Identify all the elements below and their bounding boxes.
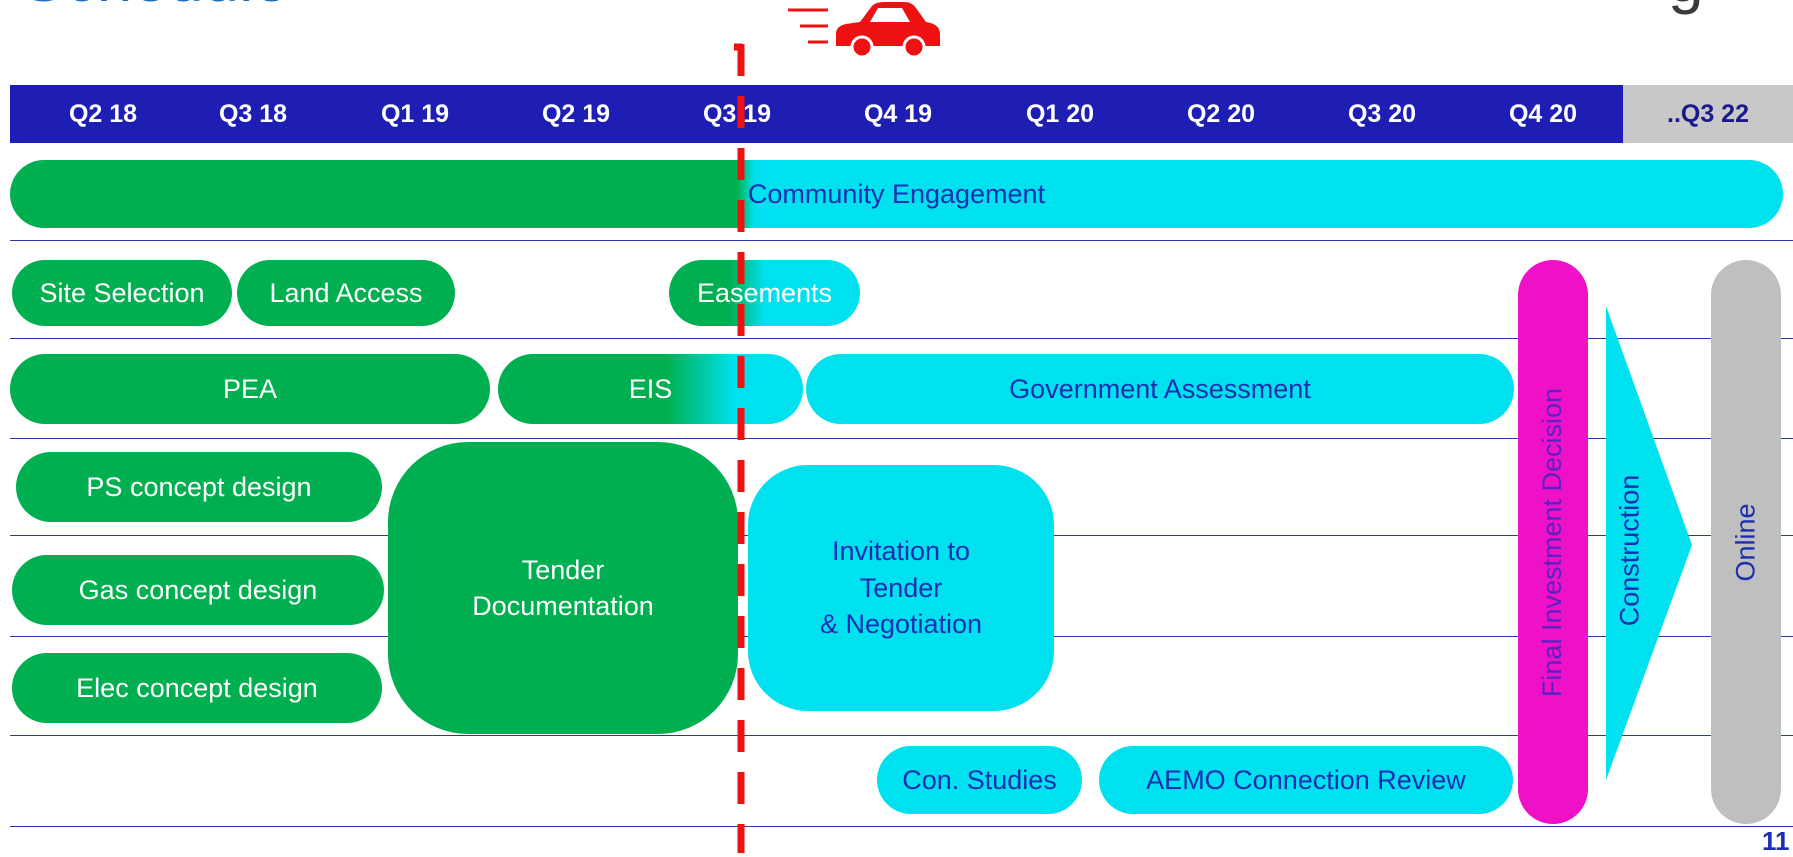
quarter-label: Q4 19 <box>863 100 933 128</box>
task-label-line: Documentation <box>472 591 654 621</box>
task-eis: EIS <box>498 354 803 424</box>
milestone-label: Online <box>1730 502 1761 582</box>
task-easements: Easements <box>669 260 860 326</box>
row-divider <box>10 826 1793 827</box>
task-label-line: & Negotiation <box>819 609 983 640</box>
task-invitation-to-tender: Invitation to Tender & Negotiation <box>748 465 1054 711</box>
current-date-marker <box>734 43 745 853</box>
page-number: 11 <box>1762 826 1790 856</box>
construction-label: Construction <box>1614 474 1645 626</box>
task-elec-concept-design: Elec concept design <box>12 653 382 723</box>
task-land-access: Land Access <box>237 260 455 326</box>
quarter-label: Q1 20 <box>1025 100 1095 128</box>
quarter-label: Q1 19 <box>380 100 450 128</box>
task-tender-documentation: Tender Documentation <box>388 442 738 734</box>
row-divider <box>10 735 1793 736</box>
task-gas-concept-design: Gas concept design <box>12 555 384 625</box>
task-government-assessment: Government Assessment <box>806 354 1514 424</box>
quarter-header: Q2 18 Q3 18 Q1 19 Q2 19 Q3 19 Q4 19 Q1 2… <box>10 85 1793 143</box>
row-divider <box>10 240 1793 241</box>
construction-label-box: Construction <box>1610 400 1650 700</box>
car-icon <box>788 2 940 59</box>
slide-title: Schedule <box>22 0 289 16</box>
task-con-studies: Con. Studies <box>877 746 1082 814</box>
quarter-label: Q4 20 <box>1508 100 1578 128</box>
quarter-label: Q2 20 <box>1186 100 1256 128</box>
milestone-final-investment-decision: Final Investment Decision <box>1518 260 1588 824</box>
task-aemo-connection-review: AEMO Connection Review <box>1099 746 1513 814</box>
task-ps-concept-design: PS concept design <box>16 452 382 522</box>
quarter-label: Q2 18 <box>68 100 138 128</box>
milestone-label: Final Investment Decision <box>1537 387 1568 697</box>
quarter-label-final: ..Q3 22 <box>1623 85 1793 143</box>
task-pea: PEA <box>10 354 490 424</box>
task-label-line: Tender <box>859 572 943 603</box>
construction-arrow <box>1606 306 1692 780</box>
row-divider <box>10 438 1793 439</box>
logo-fragment: g <box>1668 0 1704 16</box>
milestone-online: Online <box>1711 260 1781 824</box>
quarter-label: Q2 19 <box>541 100 611 128</box>
task-label-line: Invitation to <box>831 536 971 567</box>
task-community-engagement: Community Engagement <box>10 160 1783 228</box>
quarter-label: Q3 19 <box>702 100 772 128</box>
task-label-line: Tender <box>521 554 605 585</box>
task-site-selection: Site Selection <box>12 260 232 326</box>
row-divider <box>10 338 1793 339</box>
quarter-label: Q3 18 <box>218 100 288 128</box>
quarter-label: Q3 20 <box>1347 100 1417 128</box>
